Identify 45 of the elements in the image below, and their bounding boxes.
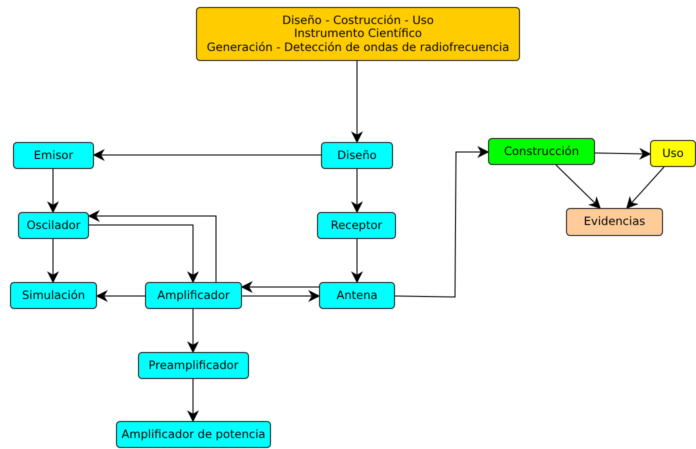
box-label: Amplificador de potencia [122, 428, 266, 442]
arrow [351, 168, 363, 214]
process-box [566, 208, 663, 236]
process-box [18, 212, 89, 239]
arrow [556, 164, 601, 209]
process-box [145, 282, 242, 309]
arrow [88, 210, 216, 282]
arrow [92, 149, 322, 161]
arrow [351, 60, 363, 144]
arrow [187, 308, 199, 354]
arrow [242, 290, 320, 302]
process-box [138, 352, 249, 379]
arrow [88, 224, 199, 284]
box-label: Uso [662, 146, 684, 160]
arrow [47, 168, 59, 214]
process-box [10, 282, 97, 309]
process-box [13, 142, 94, 169]
box-label: Antena [336, 288, 378, 302]
arrow [240, 281, 320, 293]
box-label: Instrumento Científico [294, 27, 422, 41]
process-box [488, 138, 595, 165]
process-box [196, 7, 520, 61]
box-label: Diseño - Costrucción - Uso [282, 14, 434, 28]
process-box [317, 212, 396, 239]
box-label: Simulación [22, 288, 86, 302]
process-box [321, 142, 393, 169]
box-label: Amplificador [157, 288, 230, 302]
process-box [319, 282, 395, 309]
arrow [351, 238, 363, 284]
box-label: Generación - Detección de ondas de radiofrecuencia [206, 40, 510, 54]
box-label: Oscilador [26, 218, 80, 232]
arrow [394, 146, 490, 298]
box-label: Preamplificador [148, 358, 238, 372]
arrow [626, 166, 664, 209]
arrow [187, 378, 199, 422]
arrow [594, 148, 652, 160]
box-label: Emisor [34, 148, 74, 162]
box-label: Construcción [504, 144, 580, 158]
arrow [47, 238, 59, 284]
box-label: Evidencias [584, 215, 646, 229]
box-label: Diseño [337, 148, 377, 162]
process-box [116, 421, 271, 448]
box-label: Receptor [330, 218, 382, 232]
arrow [96, 290, 146, 302]
process-box [650, 140, 696, 167]
